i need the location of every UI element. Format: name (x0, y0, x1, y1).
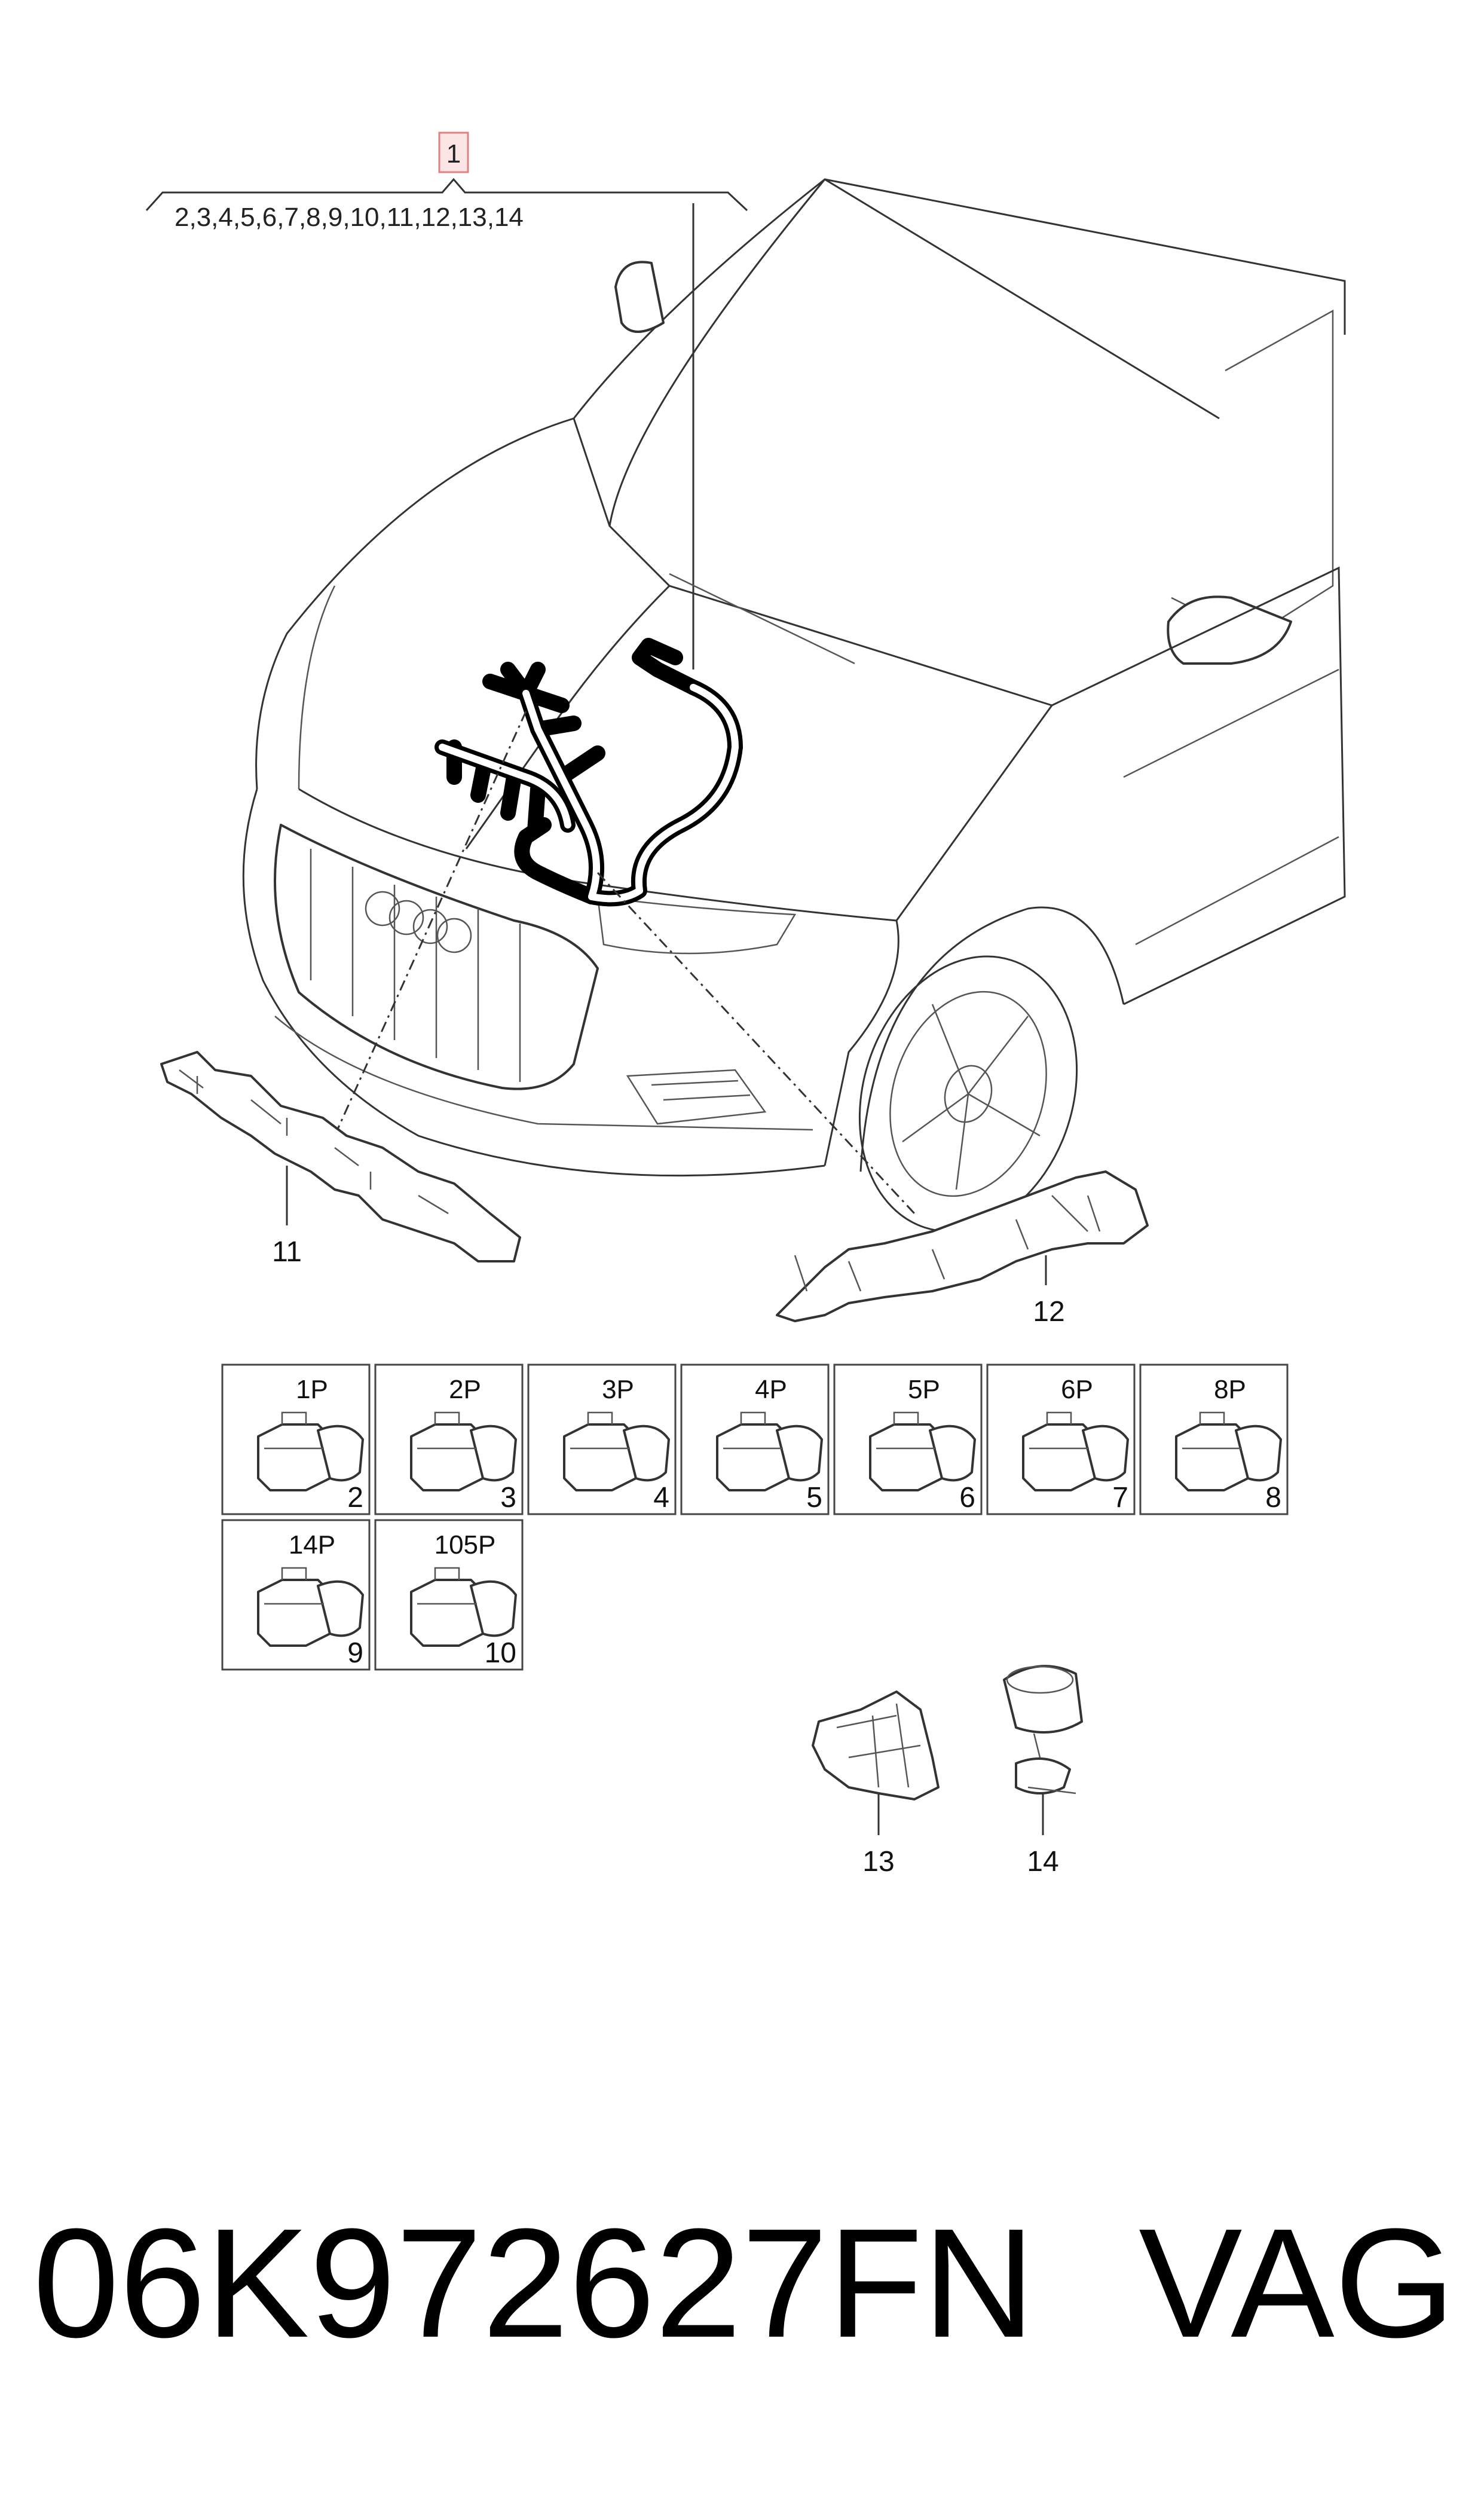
connector-pins: 105P (435, 1530, 496, 1560)
clip-number: 14 (1027, 1846, 1058, 1878)
callout-box (438, 132, 469, 173)
connector-latch-icon (264, 1411, 324, 1450)
connector-pins: 6P (1061, 1375, 1093, 1404)
connector-number: 2 (347, 1482, 363, 1514)
connector-collar-icon (1082, 1424, 1129, 1482)
part-number: 06K972627FN (33, 2197, 1035, 2370)
bracket-left-number: 11 (272, 1236, 302, 1268)
connector-latch-icon (1029, 1411, 1089, 1450)
holder-number: 13 (862, 1846, 894, 1878)
connector-latch-icon (1182, 1411, 1242, 1450)
wiring-harness[interactable] (435, 638, 743, 907)
connector-number: 5 (806, 1482, 822, 1514)
connector-cell[interactable]: 5P 6 (833, 1364, 983, 1515)
connector-collar-icon (470, 1424, 517, 1482)
car-outline (242, 178, 1346, 1233)
assembly-includes: 2,3,4,5,6,7,8,9,10,11,12,13,14 (175, 203, 524, 232)
bracket-right[interactable]: 12 (776, 1170, 1149, 1328)
connector-cell[interactable]: 14P 9 (221, 1519, 371, 1671)
connector-collar-icon (317, 1424, 364, 1482)
connector-pins: 4P (755, 1375, 787, 1404)
connector-collar-icon (623, 1424, 670, 1482)
connector-pins: 8P (1214, 1375, 1246, 1404)
connector-number: 7 (1112, 1482, 1128, 1514)
connector-collar-icon (317, 1580, 364, 1637)
connector-cell[interactable]: 1P 2 (221, 1364, 371, 1515)
connector-latch-icon (264, 1567, 324, 1605)
brand-name: VAG (1139, 2197, 1455, 2370)
connector-grid: 1P 2 2P 3 3P 4 4P 5 5P 6 6P 7 8P 8 14P 9 105P 10 (221, 1364, 1289, 1671)
connector-number: 3 (500, 1482, 516, 1514)
clip[interactable]: 14 (1003, 1665, 1083, 1878)
connector-number: 8 (1265, 1482, 1281, 1514)
holder[interactable]: 13 (812, 1690, 940, 1878)
connector-number: 10 (485, 1637, 516, 1669)
callout-number: 1 (446, 139, 461, 169)
connector-cell[interactable]: 6P 7 (986, 1364, 1136, 1515)
connector-collar-icon (1235, 1424, 1282, 1482)
connector-latch-icon (570, 1411, 630, 1450)
connector-collar-icon (776, 1424, 823, 1482)
connector-number: 9 (347, 1637, 363, 1669)
connector-cell[interactable]: 4P 5 (680, 1364, 830, 1515)
connector-latch-icon (417, 1411, 477, 1450)
assembly-brace (145, 178, 748, 212)
connector-number: 4 (653, 1482, 669, 1514)
connector-pins: 2P (449, 1375, 481, 1404)
connector-collar-icon (470, 1580, 517, 1637)
footer: 06K972627FN VAG (33, 2194, 1455, 2373)
bracket-left[interactable]: 11 (160, 1051, 521, 1268)
connector-pins: 3P (602, 1375, 634, 1404)
connector-number: 6 (959, 1482, 975, 1514)
connector-cell[interactable]: 3P 4 (527, 1364, 677, 1515)
connector-cell[interactable]: 105P 10 (374, 1519, 524, 1671)
connector-cell[interactable]: 2P 3 (374, 1364, 524, 1515)
assembly-callout[interactable]: 1 2,3,4,5,6,7,8,9,10,11,12,13,14 (145, 132, 748, 669)
leader-to-bracket-left (333, 711, 527, 1136)
connector-pins: 5P (908, 1375, 940, 1404)
connector-pins: 14P (289, 1530, 335, 1560)
connector-latch-icon (417, 1567, 477, 1605)
connector-collar-icon (929, 1424, 976, 1482)
connector-cell[interactable]: 8P 8 (1139, 1364, 1289, 1515)
bracket-right-number: 12 (1033, 1296, 1064, 1328)
leader-to-bracket-right (596, 872, 916, 1215)
connector-latch-icon (723, 1411, 783, 1450)
connector-latch-icon (876, 1411, 936, 1450)
connector-pins: 1P (296, 1375, 328, 1404)
